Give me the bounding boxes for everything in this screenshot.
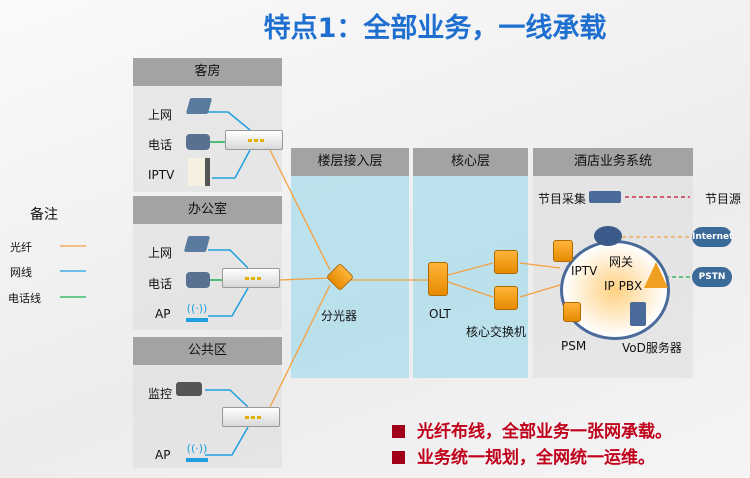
telephone-icon	[186, 272, 210, 288]
vod-label: VoD服务器	[622, 341, 682, 355]
item-label: AP	[155, 307, 171, 321]
splitter-label: 分光器	[321, 309, 358, 323]
ont-device-icon	[222, 268, 280, 288]
page-title: 特点1：全部业务，一线承载	[263, 13, 607, 44]
core-switch-icon	[494, 286, 518, 310]
legend-heading: 备注	[30, 207, 58, 223]
item-label: 上网	[148, 108, 173, 122]
service-cloud	[560, 240, 670, 340]
item-label: 上网	[148, 246, 173, 260]
encoder-device-icon	[589, 191, 621, 203]
item-label: 电话	[148, 277, 173, 291]
cable-line	[208, 111, 251, 131]
cable-line	[212, 149, 251, 179]
psm-label: PSM	[561, 339, 587, 353]
vod-server-icon	[630, 302, 646, 326]
item-label: 电话	[148, 138, 173, 152]
gateway-label: 网关	[609, 255, 634, 269]
fiber-line	[279, 277, 331, 281]
gateway-router-icon	[594, 226, 622, 246]
iptv-server-icon	[553, 240, 573, 262]
wireless-ap-icon: ((·))	[186, 442, 208, 462]
ont-device-icon	[222, 407, 280, 427]
fiber-line	[519, 284, 561, 298]
cable-line	[208, 287, 249, 317]
cable-line	[208, 249, 249, 269]
fiber-line	[447, 262, 494, 276]
internet-cloud: Internet	[692, 227, 733, 247]
core-switch-icon	[494, 250, 518, 274]
core-switch-label: 核心交换机	[466, 325, 527, 339]
olt-label: OLT	[429, 307, 451, 321]
bullet-point: 业务统一规划，全网统一运维。	[392, 443, 655, 468]
pbx-icon	[644, 262, 668, 288]
olt-icon	[428, 262, 448, 296]
fiber-line	[269, 284, 331, 408]
legend-fiber: 光纤	[10, 241, 32, 254]
psm-server-icon	[563, 302, 581, 322]
wireless-ap-icon: ((·))	[186, 302, 208, 322]
item-label: IPTV	[148, 168, 175, 182]
telephone-icon	[186, 134, 210, 150]
fiber-line	[519, 262, 561, 269]
pstn-cloud: PSTN	[692, 267, 732, 287]
camera-icon	[176, 382, 202, 396]
cable-line	[205, 426, 249, 456]
iptv-label: IPTV	[571, 264, 598, 278]
bullet-point: 光纤布线，全部业务一张网承载。	[392, 417, 672, 442]
bullet-text: 光纤布线，全部业务一张网承载。	[417, 422, 672, 442]
laptop-icon	[183, 236, 211, 252]
ont-device-icon	[225, 130, 283, 150]
tv-icon	[188, 158, 210, 186]
fiber-line	[269, 149, 331, 271]
bullet-text: 业务统一规划，全网统一运维。	[417, 448, 655, 468]
item-label: AP	[155, 448, 171, 462]
fiber-line	[447, 281, 494, 298]
legend-phone-line: 电话线	[8, 292, 41, 305]
laptop-icon	[185, 98, 213, 114]
cable-line	[205, 389, 249, 408]
item-label: 监控	[148, 387, 173, 401]
program-capture-label: 节目采集	[538, 192, 587, 206]
legend-ethernet: 网线	[10, 266, 32, 279]
ip-pbx-label: IP PBX	[604, 279, 643, 293]
program-source-label: 节目源	[705, 192, 742, 206]
